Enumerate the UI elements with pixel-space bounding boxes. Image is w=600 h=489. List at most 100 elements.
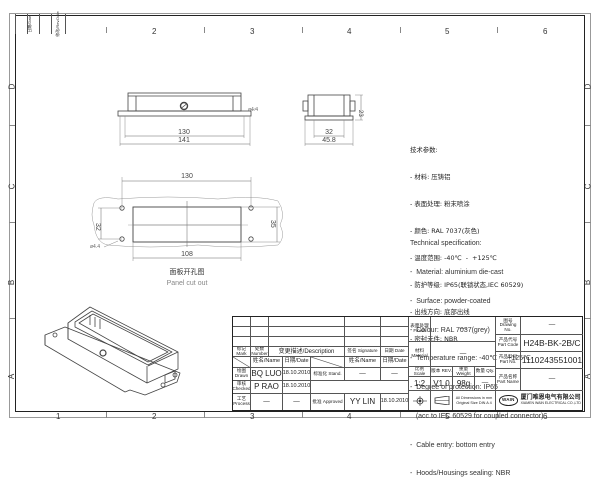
zone-col-2-bottom: 2 (152, 412, 157, 421)
projection-symbol-icon (409, 391, 431, 410)
checked-date: 18.10.2010 (283, 381, 311, 394)
title-block: 标记 Mark 处数 Number 变更描述/Description 签名 Si… (232, 316, 583, 411)
zone-row-c-left: C (7, 183, 17, 190)
zone-col-3-bottom: 3 (250, 412, 255, 421)
spec-cn-item: - 材料: 压铸铝 (410, 173, 451, 181)
specs-cn-title: 技术参数: (410, 146, 438, 154)
zone-row-a-right: A (583, 373, 593, 380)
label-rev: 版本 REV. (431, 367, 453, 377)
qty-value: — (475, 377, 496, 391)
zone-row-a-left: A (7, 373, 17, 380)
side-dim-130: 130 (178, 129, 190, 136)
diagonal-cell (233, 357, 251, 368)
rev-tab-label-rev: 修改/Rev.Date (54, 11, 60, 37)
zone-row-d-left: D (7, 83, 17, 90)
header-signature: 签名 Signature (345, 347, 381, 357)
side-hole-label: ø4.4 (248, 107, 258, 113)
rev-tab-label-date: 日期/Date (26, 15, 32, 33)
zone-col-4-bottom: 4 (347, 412, 352, 421)
spec-en-item: (acc.to IEC 60529 for coupled connector) (410, 412, 544, 420)
part-code-value: H24B-BK-2B/C (521, 335, 583, 352)
approved-name: YY LIN (345, 394, 381, 410)
units-note: All Dimensions in mm Original Size DIN A… (453, 391, 496, 410)
label-drawing-no: 图号 Drawing No. (496, 317, 521, 335)
header-mark: 标记 Mark (233, 347, 251, 357)
diagonal-cell-2 (311, 357, 345, 368)
zone-row-d-right: D (583, 83, 593, 90)
zone-col-2: 2 (152, 27, 157, 36)
isometric-view-drawing (44, 306, 181, 396)
spec-en-item: - Degree of protection: IP65 (410, 384, 498, 392)
cutout-dim-top: 130 (181, 173, 193, 180)
label-material: 材料 Material (409, 342, 431, 367)
spec-en-item: - Colour: RAL 7037(grey) (410, 326, 490, 334)
label-part-name: 产品名称 Part Name (496, 369, 521, 391)
end-view-drawing: 32 45.8 23 (302, 94, 363, 146)
zone-row-b-left: B (7, 279, 17, 286)
header-name-2: 姓名/Name (345, 357, 381, 368)
spec-en-item: - Surface: powder-coated (410, 297, 491, 305)
header-number: 处数 Number (251, 347, 269, 357)
drawing-no-value: — (521, 317, 583, 335)
material-value: — (431, 342, 496, 367)
spec-en-item: - Cable entry: bottom entry (410, 441, 495, 449)
weight-value: 98g (453, 377, 475, 391)
side-view-drawing: 130 141 ø4.4 (117, 92, 258, 146)
scale-value: 1:2 (409, 377, 431, 391)
company-name-en: XIAMEN WAIN ELECTRICAL CO.,LTD (520, 401, 581, 406)
rev-value: V1.0 (431, 377, 453, 391)
sheet-outer-frame (9, 13, 591, 418)
zone-row-b-right: B (583, 279, 593, 286)
spec-cn-item: - 温度范围: -40℃ - +125℃ (410, 254, 497, 262)
side-dim-141: 141 (178, 137, 190, 144)
zone-col-5: 5 (445, 27, 450, 36)
drawn-date: 18.10.2010 (283, 368, 311, 381)
cutout-title-en: Panel cut out (167, 280, 208, 287)
spec-en-item: - Material: aluminium die-cast (410, 268, 504, 276)
cutout-dim-bottom: 108 (181, 251, 193, 258)
label-process: 工艺 Process (233, 394, 251, 410)
revision-tab: 日期/Date 修改/Rev.Date (15, 11, 66, 37)
spec-cn-item: - 出线方向: 底部出线 (410, 308, 470, 316)
checked-name: P RAO (251, 381, 283, 394)
part-no-value: 1110243551001 (521, 352, 583, 369)
zone-col-5-bottom: 5 (445, 412, 450, 421)
cutout-dim-left: 32 (94, 223, 101, 231)
process-date: — (283, 394, 311, 410)
label-part-code: 产品代号 Part Code (496, 335, 521, 352)
header-description: 变更描述/Description (269, 347, 345, 357)
zone-col-1-bottom: 1 (56, 412, 61, 421)
header-date: 日期 Date (381, 347, 409, 357)
label-part-no: 产品料号 Part No. (496, 352, 521, 369)
stand-name: — (345, 368, 381, 381)
spec-en-item: - Hoods/Housings sealing: NBR (410, 470, 511, 478)
zone-col-6: 6 (543, 27, 548, 36)
label-finish: 表面处理 Finish (409, 317, 431, 342)
company-logo-icon: WAIN (499, 395, 518, 406)
label-stand: 标准化 Stand. (311, 368, 345, 381)
cutout-title-cn: 面板开孔图 (170, 267, 205, 276)
header-name: 姓名/Name (251, 357, 283, 368)
header-date-2: 日期/Date (381, 357, 409, 368)
zone-col-4: 4 (347, 27, 352, 36)
zone-row-c-right: C (583, 183, 593, 190)
specs-cn: 技术参数: - 材料: 压铸铝 - 表面处理: 粉末喷涂 - 颜色: RAL 7… (410, 128, 523, 353)
label-scale: 比例 Scale (409, 367, 431, 377)
spec-cn-item: - 颜色: RAL 7037(灰色) (410, 227, 480, 235)
header-date2: 日期/Date (283, 357, 311, 368)
end-dim-45-8: 45.8 (322, 137, 336, 144)
approved-date: 18.10.2010 (381, 394, 409, 410)
cutout-hole-label: ø4.4 (90, 244, 100, 250)
sheet-border (15, 15, 585, 412)
end-dim-32: 32 (325, 129, 333, 136)
drawn-name: BQ LUO (251, 368, 283, 381)
company-block: WAIN 厦门唯恩电气有限公司 XIAMEN WAIN ELECTRICAL C… (496, 391, 583, 410)
cutout-dim-right: 35 (269, 220, 276, 228)
spec-cn-item: - 表面处理: 粉末喷涂 (410, 200, 470, 208)
zone-col-3: 3 (250, 27, 255, 36)
process-name: — (251, 394, 283, 410)
first-angle-projection-icon (431, 391, 453, 410)
part-name-value: — (521, 369, 583, 391)
panel-cutout-drawing: 130 108 32 35 ø4.4 面板开孔图 Panel cut out (90, 173, 283, 287)
end-dim-height: 23 (357, 110, 363, 117)
